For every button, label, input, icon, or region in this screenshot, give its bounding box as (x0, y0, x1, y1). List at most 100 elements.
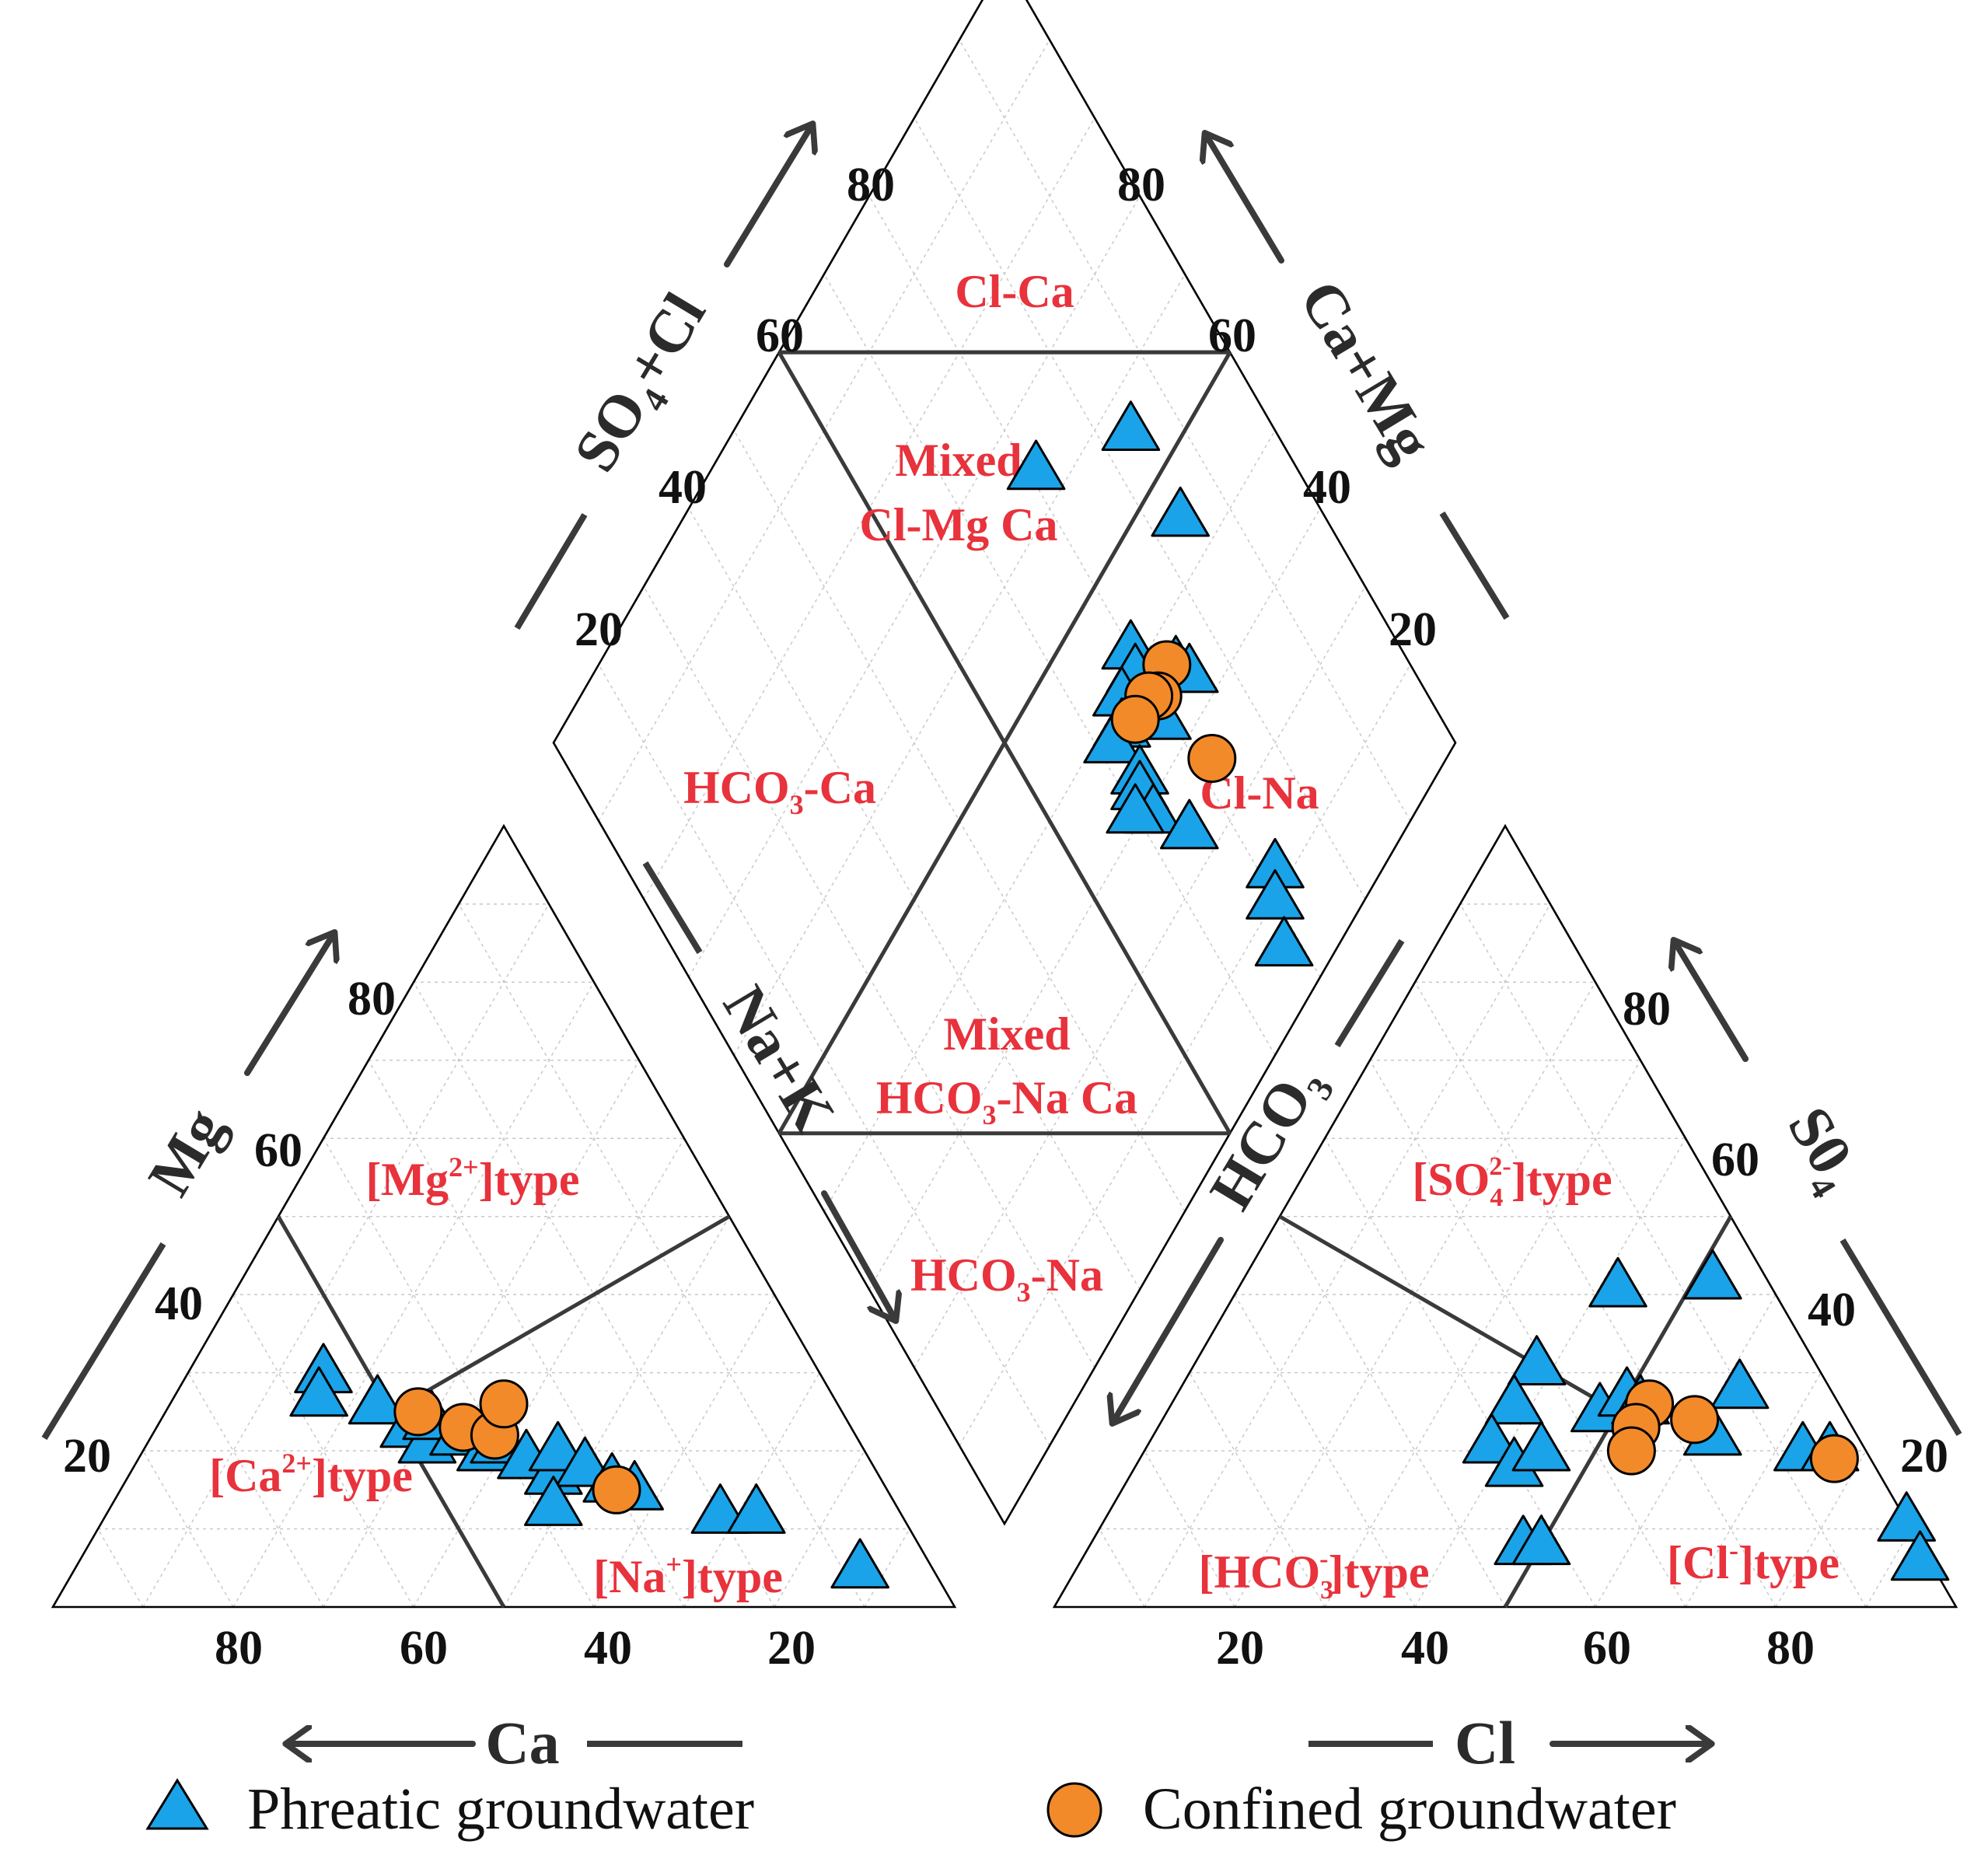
so4-axis-label: S04 (1768, 1095, 1875, 1205)
so4-tick-80: 80 (1623, 983, 1671, 1036)
confined-anion-point (1670, 1395, 1720, 1445)
gridline (864, 1528, 910, 1608)
gridline (503, 1216, 730, 1608)
confined-diamond-point (1187, 734, 1237, 784)
legend-circle-marker (1046, 1782, 1102, 1838)
ca-axis-label: Ca (485, 1709, 559, 1776)
mg-tick-80: 80 (348, 973, 396, 1025)
so4cl-tick-60: 60 (756, 309, 804, 362)
phreatic-anion-point (1511, 1514, 1571, 1566)
legend-label-confined: Confined groundwater (1143, 1776, 1676, 1842)
so4cl-tick-20: 20 (575, 603, 623, 656)
mg-axis-dash (41, 1242, 166, 1441)
confined-anion-point (1606, 1426, 1656, 1476)
anion-divider-vertical (1503, 1410, 1620, 1609)
hco3-axis-dash (1334, 938, 1405, 1048)
point-layer (289, 400, 1950, 1589)
phreatic-anion-point (1710, 1358, 1770, 1410)
mg-tick-20: 20 (63, 1430, 111, 1483)
gridline (142, 1450, 234, 1608)
anion-divider-right (1616, 1215, 1733, 1413)
phreatic-cation-point (524, 1476, 583, 1526)
region-mixed-clmg-line2: Cl-Mg Ca (860, 499, 1058, 550)
gridline (1369, 1060, 1686, 1608)
gridline (323, 1060, 640, 1608)
gridline (683, 1372, 820, 1608)
camg-tick-40: 40 (1303, 461, 1351, 514)
gridline (1685, 1372, 1822, 1608)
ca-tick-80: 80 (215, 1622, 263, 1675)
hco3-axis-label: HCO3 (1196, 1052, 1341, 1224)
region-hco3-type: [HCO3-]type (1199, 1545, 1430, 1605)
ca-tick-20: 20 (767, 1622, 816, 1675)
gridline (1144, 1450, 1235, 1608)
phreatic-diamond-point (1006, 439, 1066, 491)
cl-tick-80: 80 (1766, 1622, 1815, 1675)
so4cl-axis-dash (514, 512, 588, 631)
cation-divider-left (276, 1215, 393, 1413)
so4cl-axis-arrow (724, 127, 811, 267)
mg-tick-60: 60 (254, 1124, 302, 1177)
region-ca-type: [Ca2+]type (209, 1448, 413, 1501)
nak-axis-label: Na+K (711, 974, 849, 1143)
so4cl-axis-label: SO4+Cl (561, 281, 726, 487)
legend-label-phreatic: Phreatic groundwater (247, 1776, 754, 1842)
region-mixed-hco3-line2: HCO3-Na Ca (876, 1072, 1137, 1130)
phreatic-cation-point (348, 1374, 407, 1425)
gridline (1459, 903, 1867, 1608)
phreatic-diamond-point (1106, 783, 1165, 834)
gridline (1099, 1528, 1145, 1608)
phreatic-diamond-point (1246, 869, 1305, 920)
cl-tick-40: 40 (1401, 1622, 1449, 1675)
phreatic-anion-point (1507, 1335, 1567, 1385)
region-cl-type: [Cl-]type (1667, 1535, 1840, 1588)
gridline (774, 1450, 865, 1608)
confined-diamond-point (1110, 694, 1160, 744)
gridline (1865, 1528, 1912, 1608)
confined-cation-point (479, 1379, 529, 1429)
phreatic-diamond-point (1254, 916, 1314, 967)
ca-tick-40: 40 (584, 1622, 632, 1675)
camg-tick-20: 20 (1389, 603, 1437, 656)
gridline (1234, 981, 1596, 1608)
phreatic-cation-point (727, 1483, 786, 1534)
so4-tick-20: 20 (1900, 1430, 1948, 1483)
phreatic-diamond-point (1101, 400, 1161, 451)
phreatic-diamond-point (1151, 486, 1210, 537)
mg-axis-label: Mg (135, 1097, 238, 1207)
diamond-divider-so4cl-50 (777, 351, 1232, 1134)
confined-cation-point (592, 1465, 641, 1514)
camg-axis-dash (1439, 511, 1510, 620)
gridline (1775, 1450, 1867, 1608)
nak-axis-dash (642, 861, 703, 955)
phreatic-anion-point (1484, 1374, 1544, 1425)
anion-divider-left (1278, 1214, 1619, 1414)
gridline (1279, 1216, 1506, 1608)
region-na-type: [Na+]type (593, 1549, 783, 1602)
so4-axis-arrow (1675, 943, 1749, 1062)
region-hco3-na: HCO3-Na (910, 1249, 1103, 1308)
region-mixed-hco3-line1: Mixed (943, 1008, 1070, 1060)
gridline (97, 1528, 144, 1608)
mg-tick-40: 40 (155, 1277, 203, 1330)
region-hco3-ca: HCO3-Ca (683, 762, 876, 820)
phreatic-anion-point (1683, 1249, 1742, 1300)
cl-tick-60: 60 (1583, 1622, 1631, 1675)
phreatic-anion-point (1511, 1420, 1571, 1472)
gridline (1324, 1137, 1596, 1608)
region-so4-type: [SO42-]type (1412, 1152, 1612, 1212)
camg-tick-60: 60 (1208, 309, 1256, 362)
camg-axis-label: Ca+Mg (1287, 269, 1446, 472)
mg-axis-arrow (244, 935, 333, 1076)
gridline (1189, 1372, 1326, 1608)
camg-axis-arrow (1207, 136, 1284, 264)
region-mixed-clmg-line1: Mixed (895, 435, 1022, 486)
so4cl-tick-80: 80 (847, 159, 895, 211)
ca-tick-60: 60 (400, 1622, 448, 1675)
gridline (232, 981, 595, 1608)
gridline (187, 1372, 324, 1608)
cation-divider-right (390, 1214, 731, 1414)
diamond-frame (552, 0, 1457, 1526)
gridline (142, 903, 550, 1608)
